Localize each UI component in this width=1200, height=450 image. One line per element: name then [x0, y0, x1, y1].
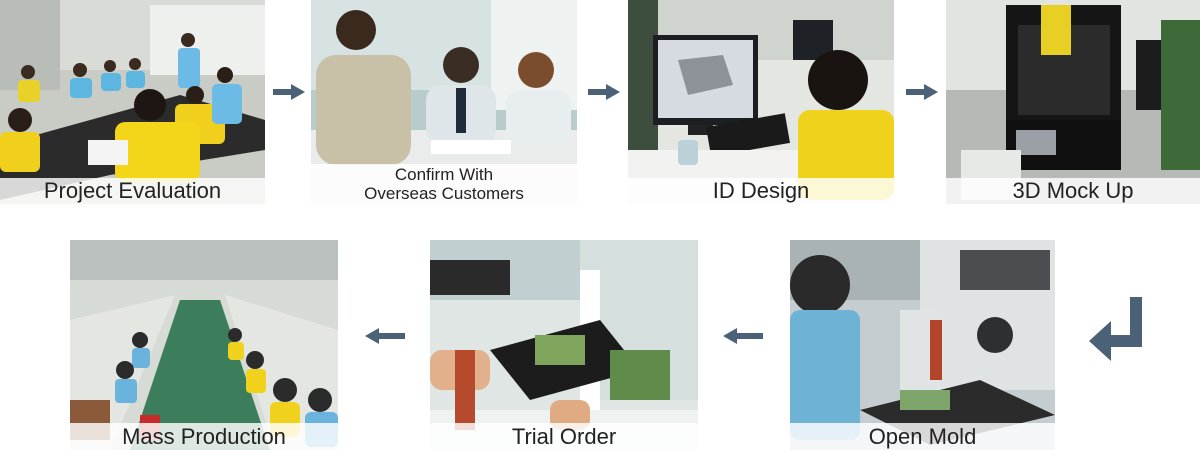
mold-machine-photo — [790, 240, 1055, 450]
step-label: ID Design — [628, 178, 894, 204]
turn-left-arrow-icon — [1089, 297, 1145, 361]
production-line-photo — [70, 240, 338, 450]
step-confirm-with-customers: Confirm With Overseas Customers — [311, 0, 577, 204]
step-mass-production: Mass Production — [70, 240, 338, 450]
step-trial-order: Trial Order — [430, 240, 698, 450]
pcb-assembly-photo — [430, 240, 698, 450]
right-arrow-icon — [273, 84, 305, 100]
step-open-mold: Open Mold — [790, 240, 1055, 450]
step-project-evaluation: Project Evaluation — [0, 0, 265, 204]
left-arrow-icon — [723, 328, 763, 344]
step-label: Open Mold — [790, 423, 1055, 450]
right-arrow-icon — [906, 84, 938, 100]
step-label: Trial Order — [430, 423, 698, 450]
3d-printer-photo — [946, 0, 1200, 204]
step-label: 3D Mock Up — [946, 178, 1200, 204]
step-label-line2: Overseas Customers — [364, 184, 524, 203]
step-label: Project Evaluation — [0, 178, 265, 204]
right-arrow-icon — [588, 84, 620, 100]
step-id-design: ID Design — [628, 0, 894, 204]
step-label-line1: Confirm With — [394, 165, 494, 184]
cad-workstation-photo — [628, 0, 894, 204]
step-3d-mock-up: 3D Mock Up — [946, 0, 1200, 204]
step-label: Confirm With Overseas Customers — [311, 164, 577, 204]
step-label: Mass Production — [70, 423, 338, 450]
meeting-room-photo — [0, 0, 265, 204]
left-arrow-icon — [365, 328, 405, 344]
